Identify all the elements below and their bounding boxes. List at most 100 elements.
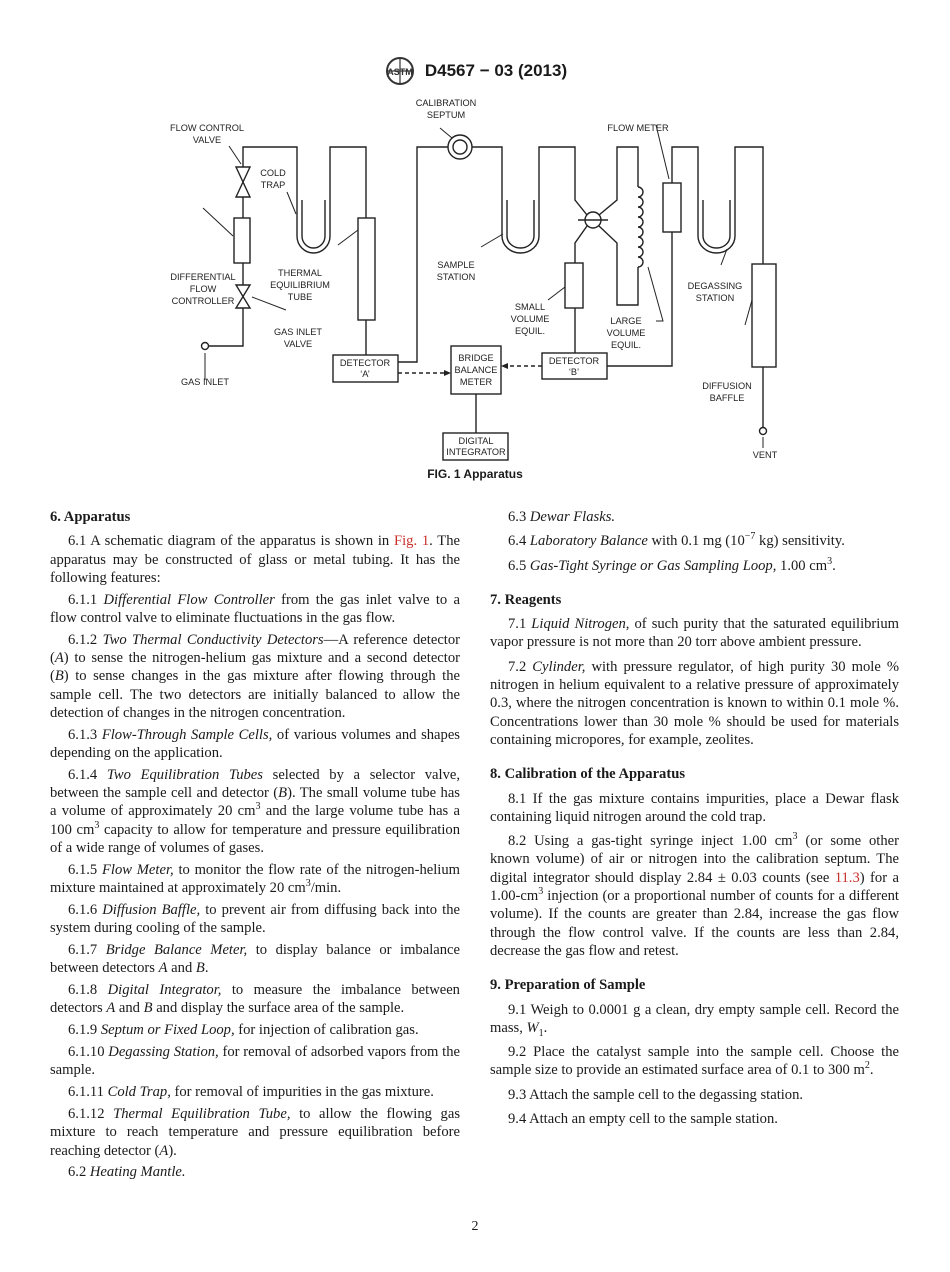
section-heading: 7. Reagents: [490, 591, 899, 609]
paragraph: 6.1.12 Thermal Equilibration Tube, to al…: [50, 1105, 460, 1160]
text-run: 7.1: [508, 616, 532, 633]
italic-term: Degassing Station,: [108, 1044, 219, 1061]
section-heading: 8. Calibration of the Apparatus: [490, 765, 899, 783]
flow-control-valve-symbol: [234, 166, 252, 198]
italic-term: B: [195, 960, 205, 977]
calibration-septum-outer: [447, 134, 473, 160]
label-gas-inlet: GAS INLET: [181, 377, 229, 387]
label-detector-a: DETECTOR‘A’: [340, 358, 391, 379]
italic-term: Laboratory Balance: [529, 533, 648, 550]
text-run: 7.2: [508, 658, 533, 675]
text-run: /min.: [310, 880, 342, 897]
italic-term: Septum or Fixed Loop,: [100, 1022, 235, 1039]
text-run: and: [115, 1000, 144, 1017]
text-run: ) to sense the nitrogen-helium gas mixtu…: [50, 650, 460, 685]
paragraph: 8.2 Using a gas-tight syringe inject 1.0…: [490, 832, 899, 960]
section-heading: 9. Preparation of Sample: [490, 976, 899, 994]
italic-term: Digital Integrator,: [107, 982, 222, 999]
text-run: of such purity that the saturated equili…: [490, 616, 899, 651]
svg-text:ASTM: ASTM: [387, 67, 413, 77]
italic-term: A: [158, 960, 168, 977]
text-run: selected by a selector valve, between th…: [50, 766, 460, 802]
astm-logo-icon: ASTM: [385, 57, 414, 85]
text-run: . The apparatus may be constructed of gl…: [50, 533, 460, 586]
paragraph: 6.1.9 Septum or Fixed Loop, for injectio…: [50, 1021, 460, 1039]
text-run: 9.2 Place the catalyst sample into the s…: [490, 1044, 899, 1079]
label-detector-b: DETECTOR‘B’: [549, 356, 600, 377]
italic-term: W: [526, 1019, 539, 1036]
text-run: to allow the flowing gas mixture to reac…: [50, 1105, 461, 1159]
paragraph: 9.3 Attach the sample cell to the degass…: [490, 1086, 899, 1104]
text-run: .: [543, 1019, 548, 1036]
paragraph: 6.1.8 Digital Integrator, to measure the…: [50, 981, 460, 1018]
text-run: 1.00 cm: [776, 557, 828, 574]
italic-term: Flow Meter,: [101, 861, 174, 878]
text-run: for removal of impurities in the gas mix…: [170, 1084, 434, 1101]
text-run: to display balance or imbalance between …: [50, 942, 460, 977]
calibration-septum-inner: [452, 139, 468, 155]
italic-term: A: [54, 650, 64, 667]
differential-flow-controller-box: [233, 217, 251, 264]
text-run: capacity to allow for temperature and pr…: [50, 821, 461, 857]
flow-meter-box: [662, 182, 682, 233]
paragraph: 6.1.1 Differential Flow Controller from …: [50, 591, 460, 628]
italic-term: Two Thermal Conductivity Detectors: [102, 631, 324, 648]
italic-term: Gas-Tight Syringe or Gas Sampling Loop,: [529, 557, 777, 574]
text-run: 8.2 Using a gas-tight syringe inject 1.0…: [508, 833, 793, 850]
text-run: 3: [827, 555, 833, 567]
text-run: −7: [744, 531, 756, 543]
italic-term: Liquid Nitrogen,: [531, 616, 630, 633]
page-number: 2: [471, 1219, 479, 1234]
text-run: 8. Calibration of the Apparatus: [490, 766, 686, 783]
paragraph: 6.5 Gas-Tight Syringe or Gas Sampling Lo…: [490, 555, 899, 575]
gas-inlet-port: [200, 341, 210, 351]
italic-term: Bridge Balance Meter,: [105, 942, 248, 959]
paragraph: 6.1 A schematic diagram of the apparatus…: [50, 532, 460, 587]
text-run: 6.1.6: [68, 901, 103, 918]
figure-caption: FIG. 1 Apparatus: [427, 467, 523, 481]
text-run: and the large volume tube has a 100 cm: [50, 803, 460, 838]
text-run: 2: [864, 1060, 870, 1072]
thermal-equilibrium-tube-box: [357, 217, 376, 321]
paragraph: 7.1 Liquid Nitrogen, of such purity that…: [490, 615, 899, 652]
text-run: to monitor the flow rate of the nitrogen…: [50, 861, 460, 897]
paragraph: 6.1.6 Diffusion Baffle, to prevent air f…: [50, 901, 460, 938]
text-run: ) for a 1.00-cm: [490, 869, 899, 905]
text-run: 9. Preparation of Sample: [490, 977, 646, 994]
page-header: ASTM D4567 − 03 (2013): [0, 56, 950, 91]
text-run: —A reference detector (: [50, 631, 461, 667]
italic-term: Thermal Equilibration Tube,: [113, 1105, 291, 1122]
text-run: 6.1.9: [68, 1022, 101, 1039]
paragraph: 8.1 If the gas mixture contains impuriti…: [490, 790, 899, 827]
cross-reference-link[interactable]: Fig. 1: [393, 533, 430, 550]
text-run: 9.4 Attach an empty cell to the sample s…: [508, 1111, 778, 1128]
text-run: 6.3: [508, 509, 530, 525]
paragraph: 9.4 Attach an empty cell to the sample s…: [490, 1110, 899, 1128]
text-run: 1: [538, 1027, 544, 1039]
detector-a-box: [332, 354, 399, 383]
text-run: .: [869, 1062, 874, 1079]
italic-term: B: [143, 1000, 153, 1017]
text-run: 6.1.10: [68, 1044, 109, 1061]
gas-inlet-valve-symbol: [234, 284, 252, 309]
section-heading: 6. Apparatus: [50, 508, 460, 526]
cross-reference-link[interactable]: 11.3: [834, 869, 860, 886]
text-run: ) to sense changes in the gas mixture af…: [50, 668, 460, 721]
paragraph: 6.2 Heating Mantle.: [50, 1163, 460, 1181]
paragraph: 6.4 Laboratory Balance with 0.1 mg (10−7…: [490, 532, 899, 550]
label-flow-meter: FLOW METER: [607, 123, 669, 133]
text-run: 6.1.12: [68, 1105, 114, 1122]
italic-term: B: [278, 785, 288, 802]
italic-term: A: [159, 1142, 169, 1159]
italic-term: Heating Mantle.: [89, 1164, 186, 1181]
label-vent: VENT: [753, 450, 778, 460]
